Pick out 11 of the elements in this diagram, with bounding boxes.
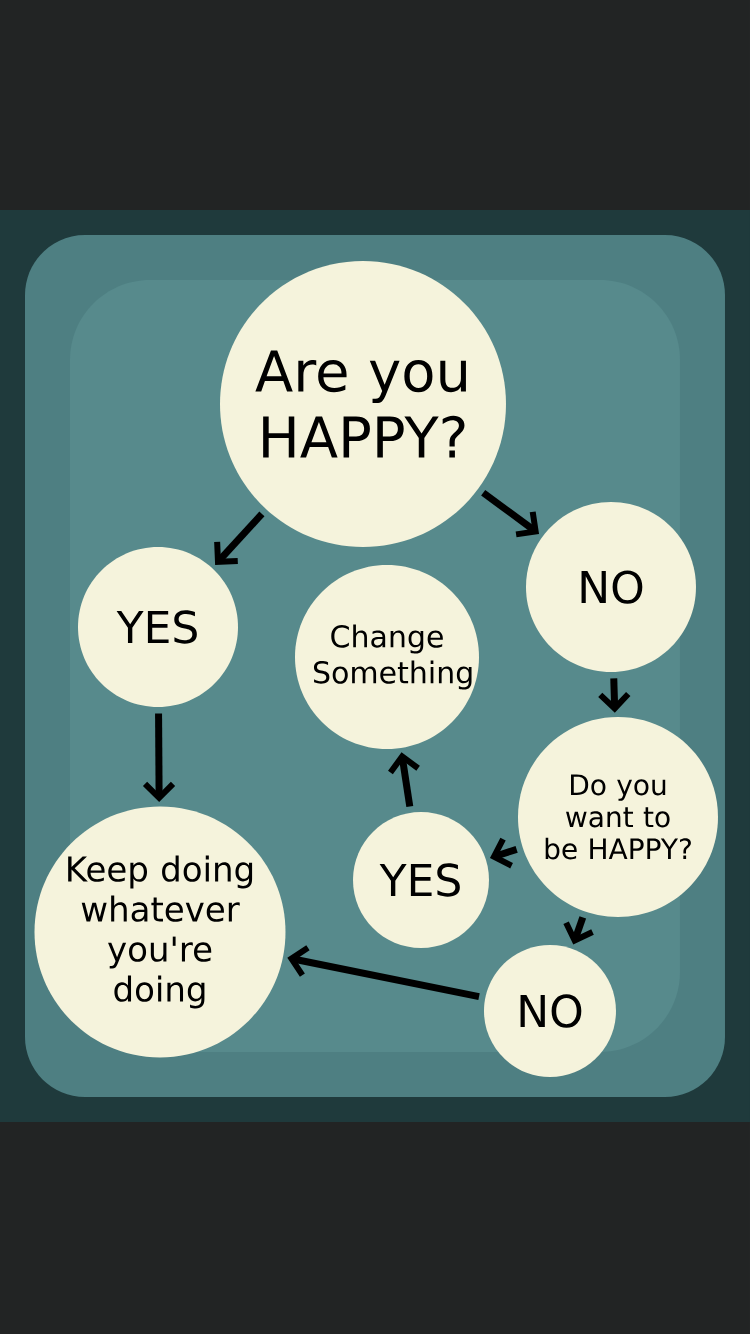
circle-node: Change Something [295, 565, 479, 749]
circle-node: NO [526, 502, 696, 672]
arrow [214, 511, 265, 565]
arrow [287, 945, 480, 1001]
circle-node: Are you HAPPY? [220, 261, 506, 547]
circle-node: Do you want to be HAPPY? [518, 717, 718, 917]
circle-node: YES [78, 547, 238, 707]
arrow [481, 489, 540, 538]
circle-node: NO [484, 945, 616, 1077]
circle-node: Keep doing whatever you're doing [34, 806, 286, 1058]
circle-node: YES [353, 812, 489, 948]
